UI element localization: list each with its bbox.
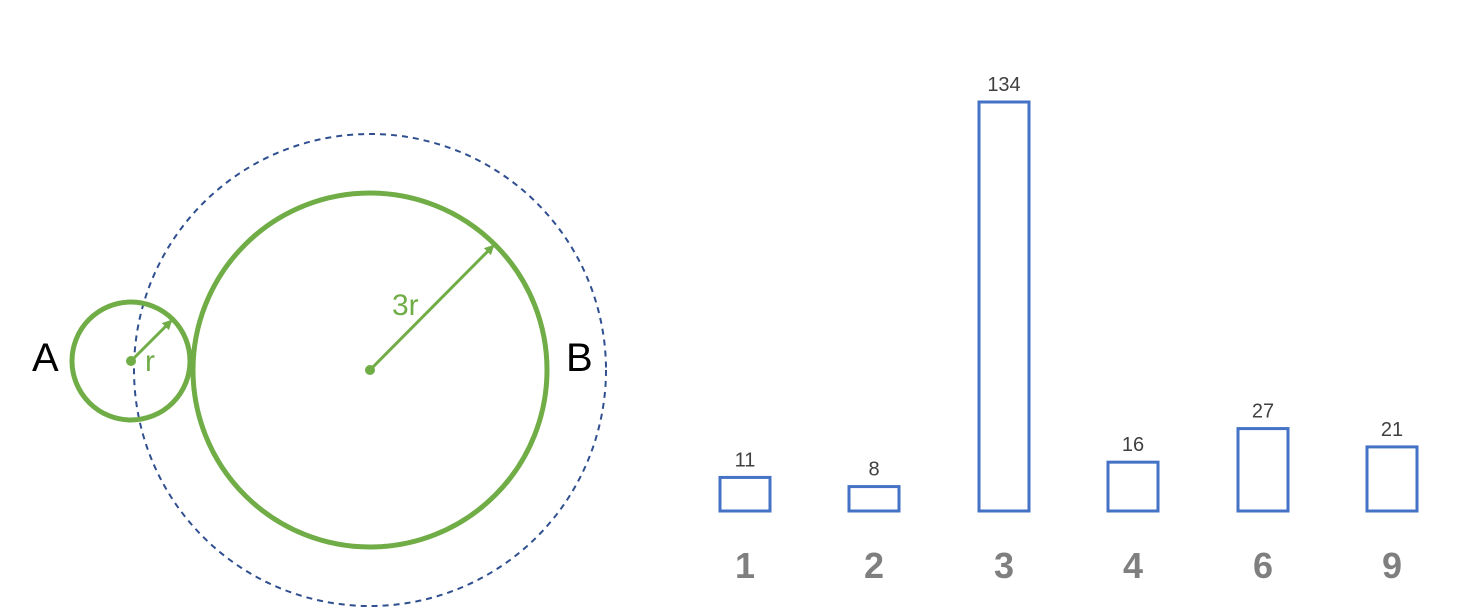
bar-value-label-6: 27: [1252, 401, 1274, 423]
circle-b: [190, 190, 550, 550]
circle-a: [69, 299, 193, 423]
bar-value-label-1: 11: [735, 449, 756, 471]
bar-1: [718, 475, 772, 513]
bar-value-label-3: 134: [987, 74, 1020, 96]
dashed-orbit-circle: [133, 133, 607, 607]
bar-9: [1365, 445, 1419, 513]
large-radius-label: 3r: [392, 289, 419, 322]
bar-6: [1236, 427, 1290, 513]
large-radius-arrow: [368, 244, 495, 372]
small-radius-arrow: [129, 319, 173, 363]
bar-3: [977, 100, 1031, 513]
bar-value-label-9: 21: [1381, 419, 1403, 441]
circle-a-label: A: [32, 336, 59, 380]
category-label-9: 9: [1382, 545, 1402, 586]
category-label-4: 4: [1123, 545, 1143, 586]
bar-4: [1106, 460, 1160, 513]
bar-value-label-2: 8: [868, 459, 879, 481]
category-label-6: 6: [1253, 545, 1273, 586]
circle-figure: A B r 3r: [32, 133, 607, 607]
circle-b-label: B: [566, 336, 593, 380]
bar-2: [847, 485, 901, 513]
category-label-2: 2: [864, 545, 884, 586]
category-label-1: 1: [735, 545, 755, 586]
category-label-3: 3: [994, 545, 1014, 586]
small-radius-label: r: [145, 345, 155, 378]
bar-value-label-4: 16: [1122, 434, 1144, 456]
